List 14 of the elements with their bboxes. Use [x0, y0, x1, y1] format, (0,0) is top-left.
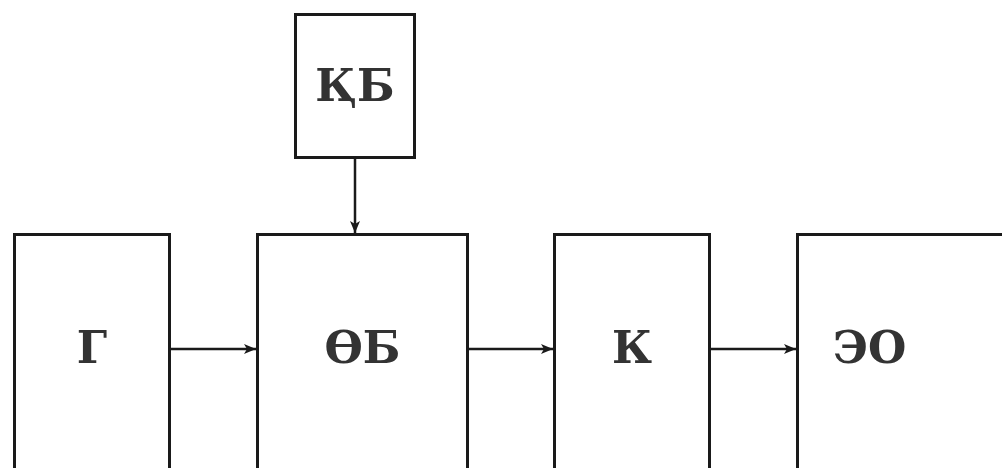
- process-box: [796, 233, 1002, 468]
- box-label: ҚБ: [315, 64, 395, 108]
- box-label: ӨБ: [324, 325, 401, 370]
- process-box: [553, 233, 711, 468]
- arrow: [171, 344, 256, 354]
- process-box: [294, 13, 416, 159]
- arrow: [350, 159, 360, 233]
- process-box: [256, 233, 469, 468]
- box-label: ЭО: [833, 325, 907, 370]
- process-box: [13, 233, 171, 468]
- box-label: Г: [76, 325, 108, 370]
- arrow: [469, 344, 553, 354]
- arrow: [711, 344, 796, 354]
- box-label: К: [612, 325, 652, 370]
